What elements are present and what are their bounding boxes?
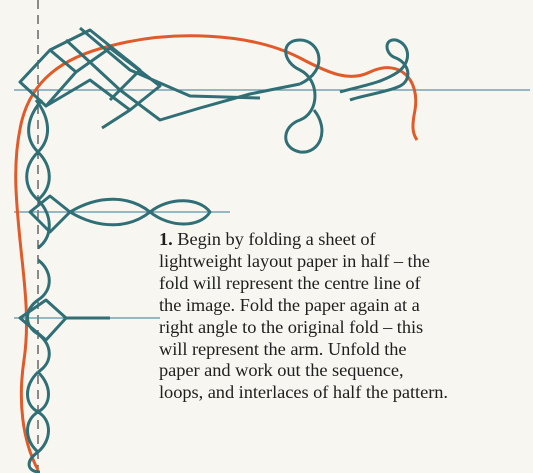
step-text: Begin by folding a sheet of lightweight … xyxy=(159,229,448,402)
step-instruction: 1. Begin by folding a sheet of lightweig… xyxy=(159,229,531,404)
step-number: 1. xyxy=(159,229,173,249)
